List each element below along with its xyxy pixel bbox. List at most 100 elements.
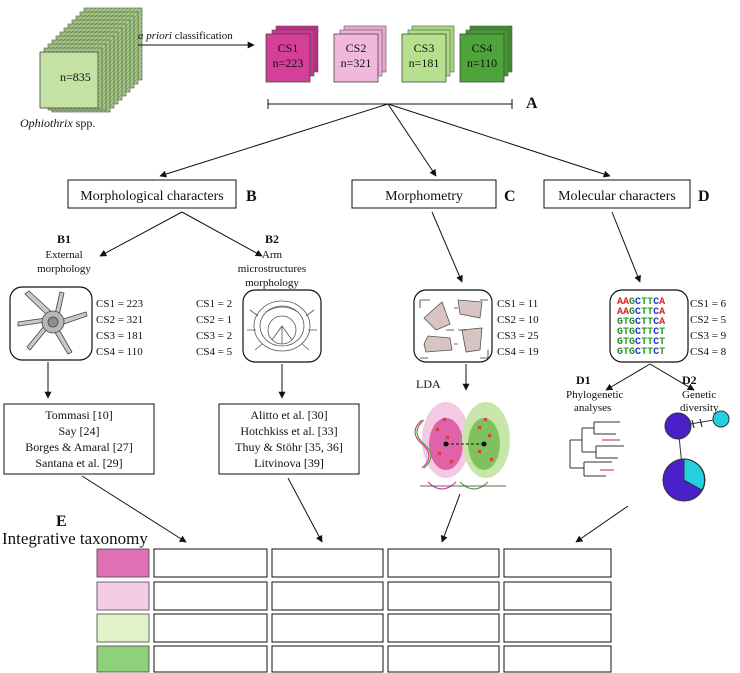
cs3-count: n=181	[409, 56, 440, 70]
svg-text:Santana et al. [29]: Santana et al. [29]	[35, 456, 122, 470]
cs3-label: CS3	[414, 41, 435, 55]
sequence-row-1: AAGCTTCA	[617, 297, 665, 308]
cs-card-cs3: CS3 n=181	[401, 25, 455, 83]
cs4-label: CS4	[472, 41, 493, 55]
external-morphology-illustration	[9, 286, 93, 361]
b1-count-cs3: CS3 = 181	[96, 330, 143, 342]
color-swatch-cs2	[96, 581, 150, 611]
b1-count-cs1: CS1 = 223	[96, 298, 144, 310]
b1-count-cs4: CS4 = 110	[96, 346, 143, 358]
sequence-row-6: GTGCTTCT	[617, 347, 665, 358]
classification-label: a priori classification	[138, 30, 233, 42]
sequence-row-3: GTGCTTCA	[617, 317, 665, 328]
sample-stack: n=835	[39, 7, 143, 113]
sequence-alignment-box: AAGCTTCA AAGCTTCA GTGCTTCA GTGCTTCT GTGC…	[609, 289, 689, 363]
svg-text:morphology: morphology	[37, 263, 91, 275]
arrow-to-morphometry	[431, 211, 463, 283]
panel-label-d1: D1	[576, 373, 591, 387]
group-bracket	[267, 99, 513, 109]
cs2-count: n=321	[341, 56, 372, 70]
panel-label-e: E	[56, 513, 67, 530]
svg-text:Morphological characters: Morphological characters	[80, 189, 223, 204]
arrow-to-b1	[99, 211, 183, 257]
cs-card-cs4: CS4 n=110	[459, 25, 513, 83]
morphological-characters-box: Morphological characters	[67, 179, 237, 209]
svg-text:Tommasi [10]: Tommasi [10]	[45, 408, 112, 422]
cs-card-cs1: CS1 n=223	[265, 25, 319, 83]
arm-microstructure-illustration	[242, 289, 322, 363]
svg-text:Thuy & Stöhr [35, 36]: Thuy & Stöhr [35, 36]	[235, 440, 343, 454]
grid-row-cs4	[96, 645, 612, 673]
b2-count-cs1: CS1 = 2	[196, 298, 232, 310]
panel-label-c: C	[504, 188, 516, 205]
svg-text:microstructures: microstructures	[238, 263, 306, 275]
c-count-cs1: CS1 = 11	[497, 298, 538, 310]
b1-references-box: Tommasi [10] Say [24] Borges & Amaral [2…	[3, 403, 155, 475]
integrative-grid	[96, 548, 612, 673]
c-count-cs3: CS3 = 25	[497, 330, 539, 342]
svg-text:Molecular characters: Molecular characters	[558, 189, 676, 204]
arrow-to-b2	[181, 211, 263, 257]
arrow-to-d2	[649, 363, 695, 391]
svg-text:Hotchkiss et al. [33]: Hotchkiss et al. [33]	[240, 424, 337, 438]
b2-count-cs4: CS4 = 5	[196, 346, 233, 358]
cs-card-cs2: CS2 n=321	[333, 25, 387, 83]
panel-label-b1: B1	[57, 232, 71, 246]
b1-count-cs2: CS2 = 321	[96, 314, 143, 326]
b2-count-cs2: CS2 = 1	[196, 314, 232, 326]
svg-text:diversity: diversity	[680, 402, 719, 414]
sequence-row-2: AAGCTTCA	[617, 307, 665, 318]
lda-plot	[414, 402, 510, 490]
phylogenetic-tree	[569, 421, 624, 477]
d-count-cs2: CS2 = 5	[690, 314, 727, 326]
panel-label-b: B	[246, 188, 257, 205]
b2-references-box: Alitto et al. [30] Hotchkiss et al. [33]…	[218, 403, 360, 475]
svg-text:Say [24]: Say [24]	[59, 424, 100, 438]
lda-label: LDA	[416, 377, 441, 391]
svg-text:analyses: analyses	[574, 402, 611, 414]
split-arrows	[159, 103, 611, 178]
d-count-cs3: CS3 = 9	[690, 330, 727, 342]
svg-text:Borges & Amaral [27]: Borges & Amaral [27]	[25, 440, 132, 454]
morphometry-box: Morphometry	[351, 179, 497, 209]
arrow-to-d1	[605, 363, 651, 391]
panel-label-d2: D2	[682, 373, 697, 387]
c-count-cs4: CS4 = 19	[497, 346, 539, 358]
svg-text:External: External	[45, 249, 82, 261]
sequence-row-4: GTGCTTCT	[617, 327, 665, 338]
color-swatch-cs3	[96, 613, 150, 643]
svg-text:Phylogenetic: Phylogenetic	[566, 389, 624, 401]
grid-row-cs3	[96, 613, 612, 643]
arrow-to-molecular	[611, 211, 641, 283]
cs1-label: CS1	[278, 41, 299, 55]
color-swatch-cs4	[96, 645, 150, 673]
haplotype-network	[662, 410, 730, 502]
grid-row-cs2	[96, 581, 612, 611]
molecular-characters-box: Molecular characters	[543, 179, 691, 209]
panel-label-d: D	[698, 188, 710, 205]
cs4-count: n=110	[467, 56, 497, 70]
c-count-cs2: CS2 = 10	[497, 314, 539, 326]
svg-text:Litvinova [39]: Litvinova [39]	[254, 456, 324, 470]
b2-count-cs3: CS3 = 2	[196, 330, 232, 342]
svg-text:Arm: Arm	[262, 249, 283, 261]
integrative-taxonomy-label: Integrative taxonomy	[2, 529, 148, 548]
sample-count: n=835	[60, 70, 91, 84]
svg-text:Morphometry: Morphometry	[385, 189, 463, 204]
sequence-row-5: GTGCTTCT	[617, 337, 665, 348]
d-count-cs1: CS1 = 6	[690, 298, 727, 310]
svg-text:morphology: morphology	[245, 277, 299, 289]
color-swatch-cs1	[96, 548, 150, 578]
grid-row-cs1	[96, 548, 612, 578]
svg-text:Alitto et al. [30]: Alitto et al. [30]	[250, 408, 327, 422]
panel-label-a: A	[526, 95, 538, 112]
d-count-cs4: CS4 = 8	[690, 346, 727, 358]
cs2-label: CS2	[346, 41, 367, 55]
convergence-arrows	[81, 475, 629, 543]
panel-label-b2: B2	[265, 232, 279, 246]
svg-text:Genetic: Genetic	[682, 389, 716, 401]
species-label: Ophiothrix spp.	[20, 116, 95, 130]
morphometry-illustration	[413, 289, 493, 363]
cs1-count: n=223	[273, 56, 304, 70]
